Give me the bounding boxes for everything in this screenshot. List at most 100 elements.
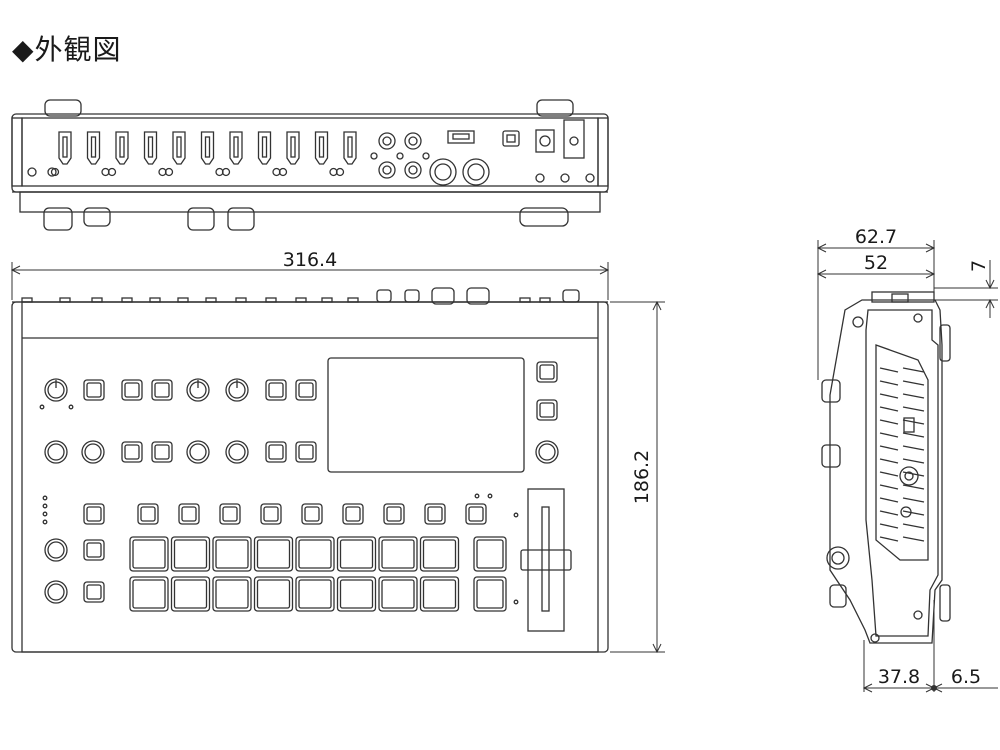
top-edge-knob [404,289,420,303]
knob-icon-inner [47,443,65,461]
small-button-inner [345,506,361,522]
knob-icon-inner [47,541,65,559]
side-knob [821,444,841,468]
small-button-inner [140,506,156,522]
small-button-inner [124,444,140,460]
pad-button-inner [215,579,249,609]
side-view [821,291,951,644]
top-edge-combo-jack [431,287,455,305]
small-button [137,503,159,525]
screw-icon [370,152,378,160]
screw-icon [913,313,923,323]
vent-slot [902,484,925,490]
dim-side-bottom-offset-label: 6.5 [951,666,981,688]
led-indicator [474,493,480,499]
rear-knob-4 [227,207,255,231]
screw-icon [221,167,231,177]
small-button [151,441,173,463]
screw-icon [278,167,288,177]
pad-button-inner [298,579,332,609]
hdmi-port [257,131,272,165]
small-button-inner [154,382,170,398]
pad-button-inner [339,539,374,569]
dim-height-label: 186.2 [631,450,653,504]
rear-side-left [11,117,23,187]
rear-foot-left [44,99,82,117]
hdmi-port-inner [290,136,296,158]
side-body-outline [829,299,943,644]
side-top-connector-part [891,293,909,303]
rca-jack [378,132,396,150]
knob-icon [225,440,249,464]
screw-icon [585,173,595,183]
small-button [265,379,287,401]
vent-slot [879,458,899,464]
screw-icon [47,167,57,177]
led-indicator [42,511,48,517]
side-jack-center [904,471,914,481]
pad-button-inner [132,579,166,609]
small-button-inner [124,382,140,398]
pad-button [129,576,169,612]
side-round-knob-inner [831,551,845,565]
hdmi-port-inner [62,136,68,158]
rca-jack-center [382,165,392,175]
vent-slot [879,419,899,425]
small-button-inner [86,506,102,522]
rear-view [11,99,609,231]
hdmi-port-inner [119,136,125,158]
small-button-inner [298,382,314,398]
vent-slot [902,523,925,529]
small-button [424,503,446,525]
pad-button [336,576,377,612]
vent-slot [902,367,925,373]
knob-icon-inner [228,443,246,461]
cord-hook [563,119,585,159]
lcd-screen [327,357,525,473]
pad-button-inner [256,579,291,609]
led-indicator [42,495,48,501]
small-button-inner [86,584,102,600]
screw-icon [164,167,174,177]
small-button-inner [298,444,314,460]
side-vent-panel [875,344,929,561]
dim-width-label: 316.4 [283,249,337,271]
screw-icon [27,167,37,177]
pad-button [419,536,460,572]
dim-side-total-depth-label: 62.7 [855,226,897,248]
hdmi-port-inner [204,136,211,158]
small-button-inner [86,542,102,558]
vent-slot [879,484,899,490]
small-button [83,539,105,561]
usb-a-port [447,130,475,144]
pad-button-inner [256,539,291,569]
vent-slot [902,445,925,451]
pad-button [170,576,211,612]
small-button [121,441,143,463]
small-button [83,581,105,603]
combo-jack-right [462,158,490,186]
knob-icon [44,580,68,604]
small-button [178,503,200,525]
led-indicator [42,503,48,509]
small-button [265,441,287,463]
vent-slot [902,458,925,464]
side-round-knob [826,546,850,570]
vent-slot [879,393,899,399]
rear-knob-5 [519,207,569,227]
vent-slot [879,497,899,503]
small-button [151,379,173,401]
combo-jack-left [429,158,457,186]
rear-base-plate [19,191,601,213]
side-switch [903,417,915,433]
dim-side-top-offset-label: 7 [968,260,990,272]
rear-body [11,113,609,193]
led-indicator [513,512,519,518]
combo-jack-left-inner [434,163,452,181]
usb-b-port-inner [506,134,516,143]
led-indicator [68,404,74,410]
t-bar-handle [520,549,572,571]
rca-jack-center [408,136,418,146]
dim-side-bottom-depth-label: 37.8 [878,666,920,688]
led-indicator [487,493,493,499]
